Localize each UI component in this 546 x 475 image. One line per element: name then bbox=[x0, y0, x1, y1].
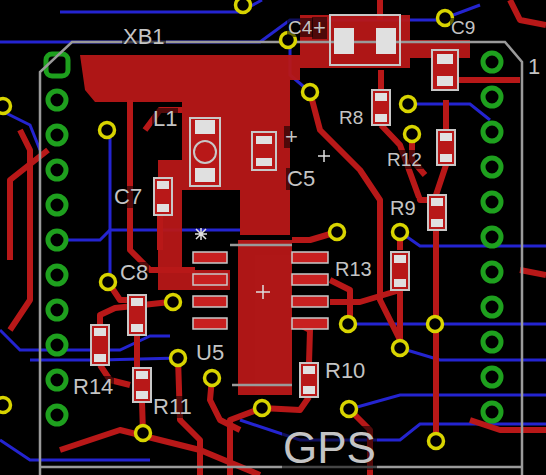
smd-pad-tips bbox=[94, 93, 452, 399]
label-holder: C7 bbox=[113, 186, 143, 208]
label-holder: R12 bbox=[386, 150, 423, 170]
label-holder: R11 bbox=[152, 396, 193, 418]
label-holder: L1 bbox=[152, 108, 178, 130]
silkscreen-label: R10 bbox=[324, 360, 366, 382]
origin-crosses bbox=[195, 150, 330, 299]
xbee-header-left bbox=[46, 54, 68, 424]
label-holder: R8 bbox=[338, 108, 364, 128]
label-holder: R14 bbox=[72, 376, 114, 398]
label-holder: + bbox=[284, 126, 299, 148]
vias bbox=[0, 0, 453, 449]
label-holder: R9 bbox=[389, 198, 417, 219]
label-holder: R13 bbox=[334, 259, 373, 280]
silkscreen-label: R14 bbox=[72, 376, 114, 398]
label-holder: C8 bbox=[119, 262, 149, 284]
label-holder: + bbox=[312, 17, 327, 39]
silkscreen-label: C7 bbox=[113, 186, 143, 208]
silkscreen-label: U5 bbox=[195, 342, 225, 364]
label-holder: C4 bbox=[287, 18, 313, 38]
u5-pads bbox=[193, 252, 328, 329]
silkscreen-label: C9 bbox=[450, 18, 476, 37]
silkscreen-label: R11 bbox=[152, 396, 193, 418]
silkscreen-label: R9 bbox=[389, 198, 417, 218]
silkscreen-label: C5 bbox=[286, 168, 316, 190]
top-traces bbox=[10, 0, 546, 475]
label-holder: 1 bbox=[527, 56, 541, 78]
xbee-header-right bbox=[483, 53, 501, 421]
bottom-traces bbox=[0, 0, 546, 460]
silkscreen-label: + bbox=[284, 126, 299, 148]
label-holder: R10 bbox=[324, 360, 366, 382]
silkscreen-label: L1 bbox=[152, 108, 178, 130]
silkscreen-label: C4 bbox=[287, 18, 313, 37]
silkscreen-label: R8 bbox=[338, 108, 364, 127]
copper-pour bbox=[80, 15, 470, 395]
silkscreen-label: XB1 bbox=[122, 26, 166, 48]
silkscreen-label: 1 bbox=[527, 56, 541, 78]
silkscreen-outline bbox=[40, 42, 522, 475]
smd-parts bbox=[91, 15, 458, 402]
label-holder: C9 bbox=[450, 18, 476, 38]
board-title: GPS bbox=[282, 426, 377, 470]
label-holder: C5 bbox=[286, 168, 316, 190]
silkscreen-label: R12 bbox=[386, 150, 423, 169]
silkscreen-label: C8 bbox=[119, 262, 149, 284]
label-holder: XB1 bbox=[122, 26, 166, 48]
silkscreen-label: R13 bbox=[334, 259, 373, 279]
silkscreen-label: + bbox=[312, 17, 327, 39]
label-holder: GPS bbox=[282, 426, 377, 470]
label-holder: U5 bbox=[195, 342, 225, 364]
